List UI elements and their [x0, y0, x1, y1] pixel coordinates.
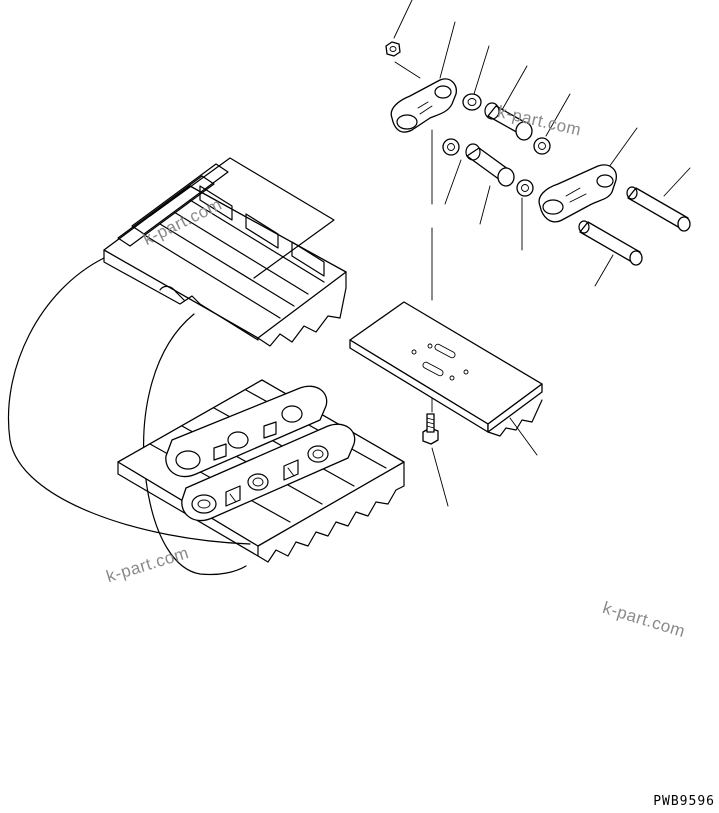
- pin-lower: [578, 220, 643, 266]
- leader-line-bushing-lower: [479, 185, 491, 225]
- track-link-right: [538, 164, 617, 223]
- leader-line-pin-lower: [594, 254, 614, 287]
- seal-ring-lower: [516, 179, 534, 197]
- track-loop-outline: [7, 257, 251, 576]
- leader-line-link-upper: [439, 21, 456, 79]
- leader-line-seal-right: [545, 93, 571, 137]
- seal-ring-right: [533, 137, 551, 155]
- leader-line-seal-upper: [473, 45, 490, 95]
- leader-line-nut: [393, 0, 413, 39]
- leader-lines: [393, 0, 691, 507]
- bushing-lower: [465, 143, 515, 187]
- nut: [385, 41, 401, 57]
- track-shoe-group-upper: [103, 157, 347, 347]
- track-shoe: [349, 301, 543, 437]
- shoe-bolt: [422, 413, 439, 445]
- leader-line-pin-right: [663, 167, 691, 197]
- leader-line-bushing-upper: [501, 65, 528, 111]
- leader-line-shoe: [509, 417, 538, 456]
- track-link-upper: [390, 78, 457, 133]
- pin-right: [626, 186, 691, 232]
- track-shoe-group-lower: [117, 379, 405, 563]
- bushing-upper: [484, 102, 533, 141]
- leader-line-seal-left: [444, 159, 462, 205]
- seal-ring-left: [442, 138, 460, 156]
- leader-line-bolt: [431, 447, 449, 507]
- drawing-code: PWB9596: [653, 794, 715, 809]
- axis-line-nut: [394, 61, 421, 79]
- seal-ring-upper: [462, 93, 482, 111]
